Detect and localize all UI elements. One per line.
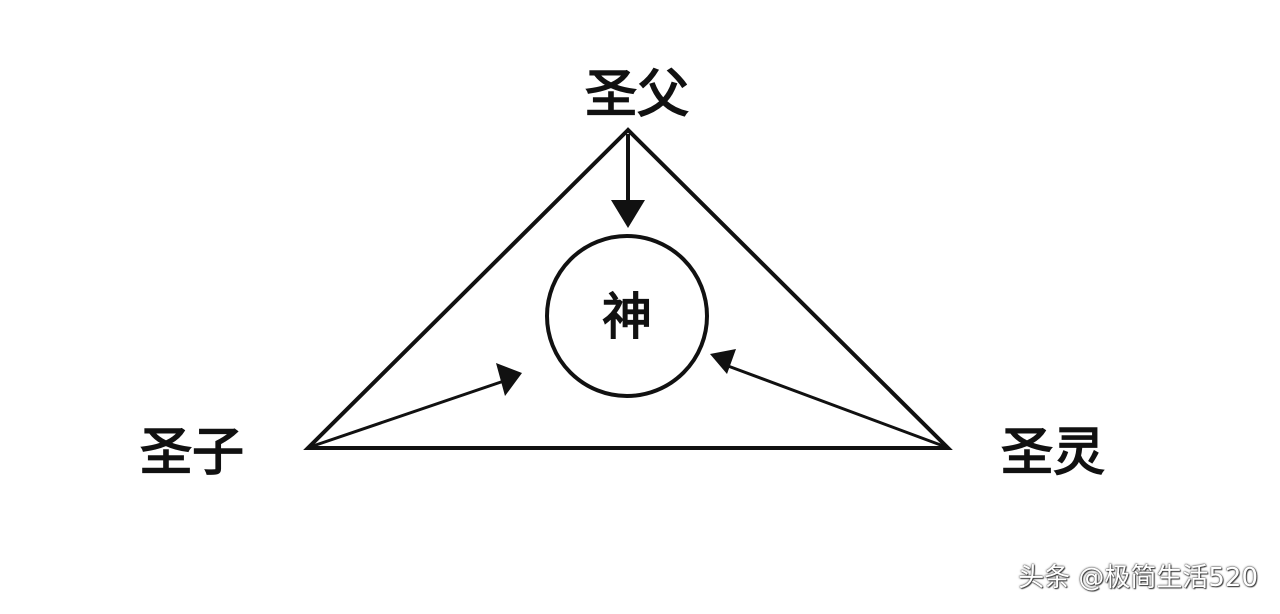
center-circle — [545, 234, 709, 398]
center-label-god: 神 — [602, 287, 652, 346]
node-label-spirit: 圣灵 — [1001, 422, 1105, 483]
arrow-right-line — [727, 364, 947, 449]
arrow-left-head — [496, 363, 522, 396]
node-label-father: 圣父 — [585, 64, 689, 125]
arrow-right-head — [710, 349, 736, 374]
triangle-outline — [303, 127, 953, 450]
node-label-son: 圣子 — [140, 422, 244, 483]
arrow-left-line — [309, 379, 505, 449]
watermark-text: 头条 @极简生活520 — [1018, 563, 1258, 593]
arrow-top-head — [611, 200, 645, 228]
